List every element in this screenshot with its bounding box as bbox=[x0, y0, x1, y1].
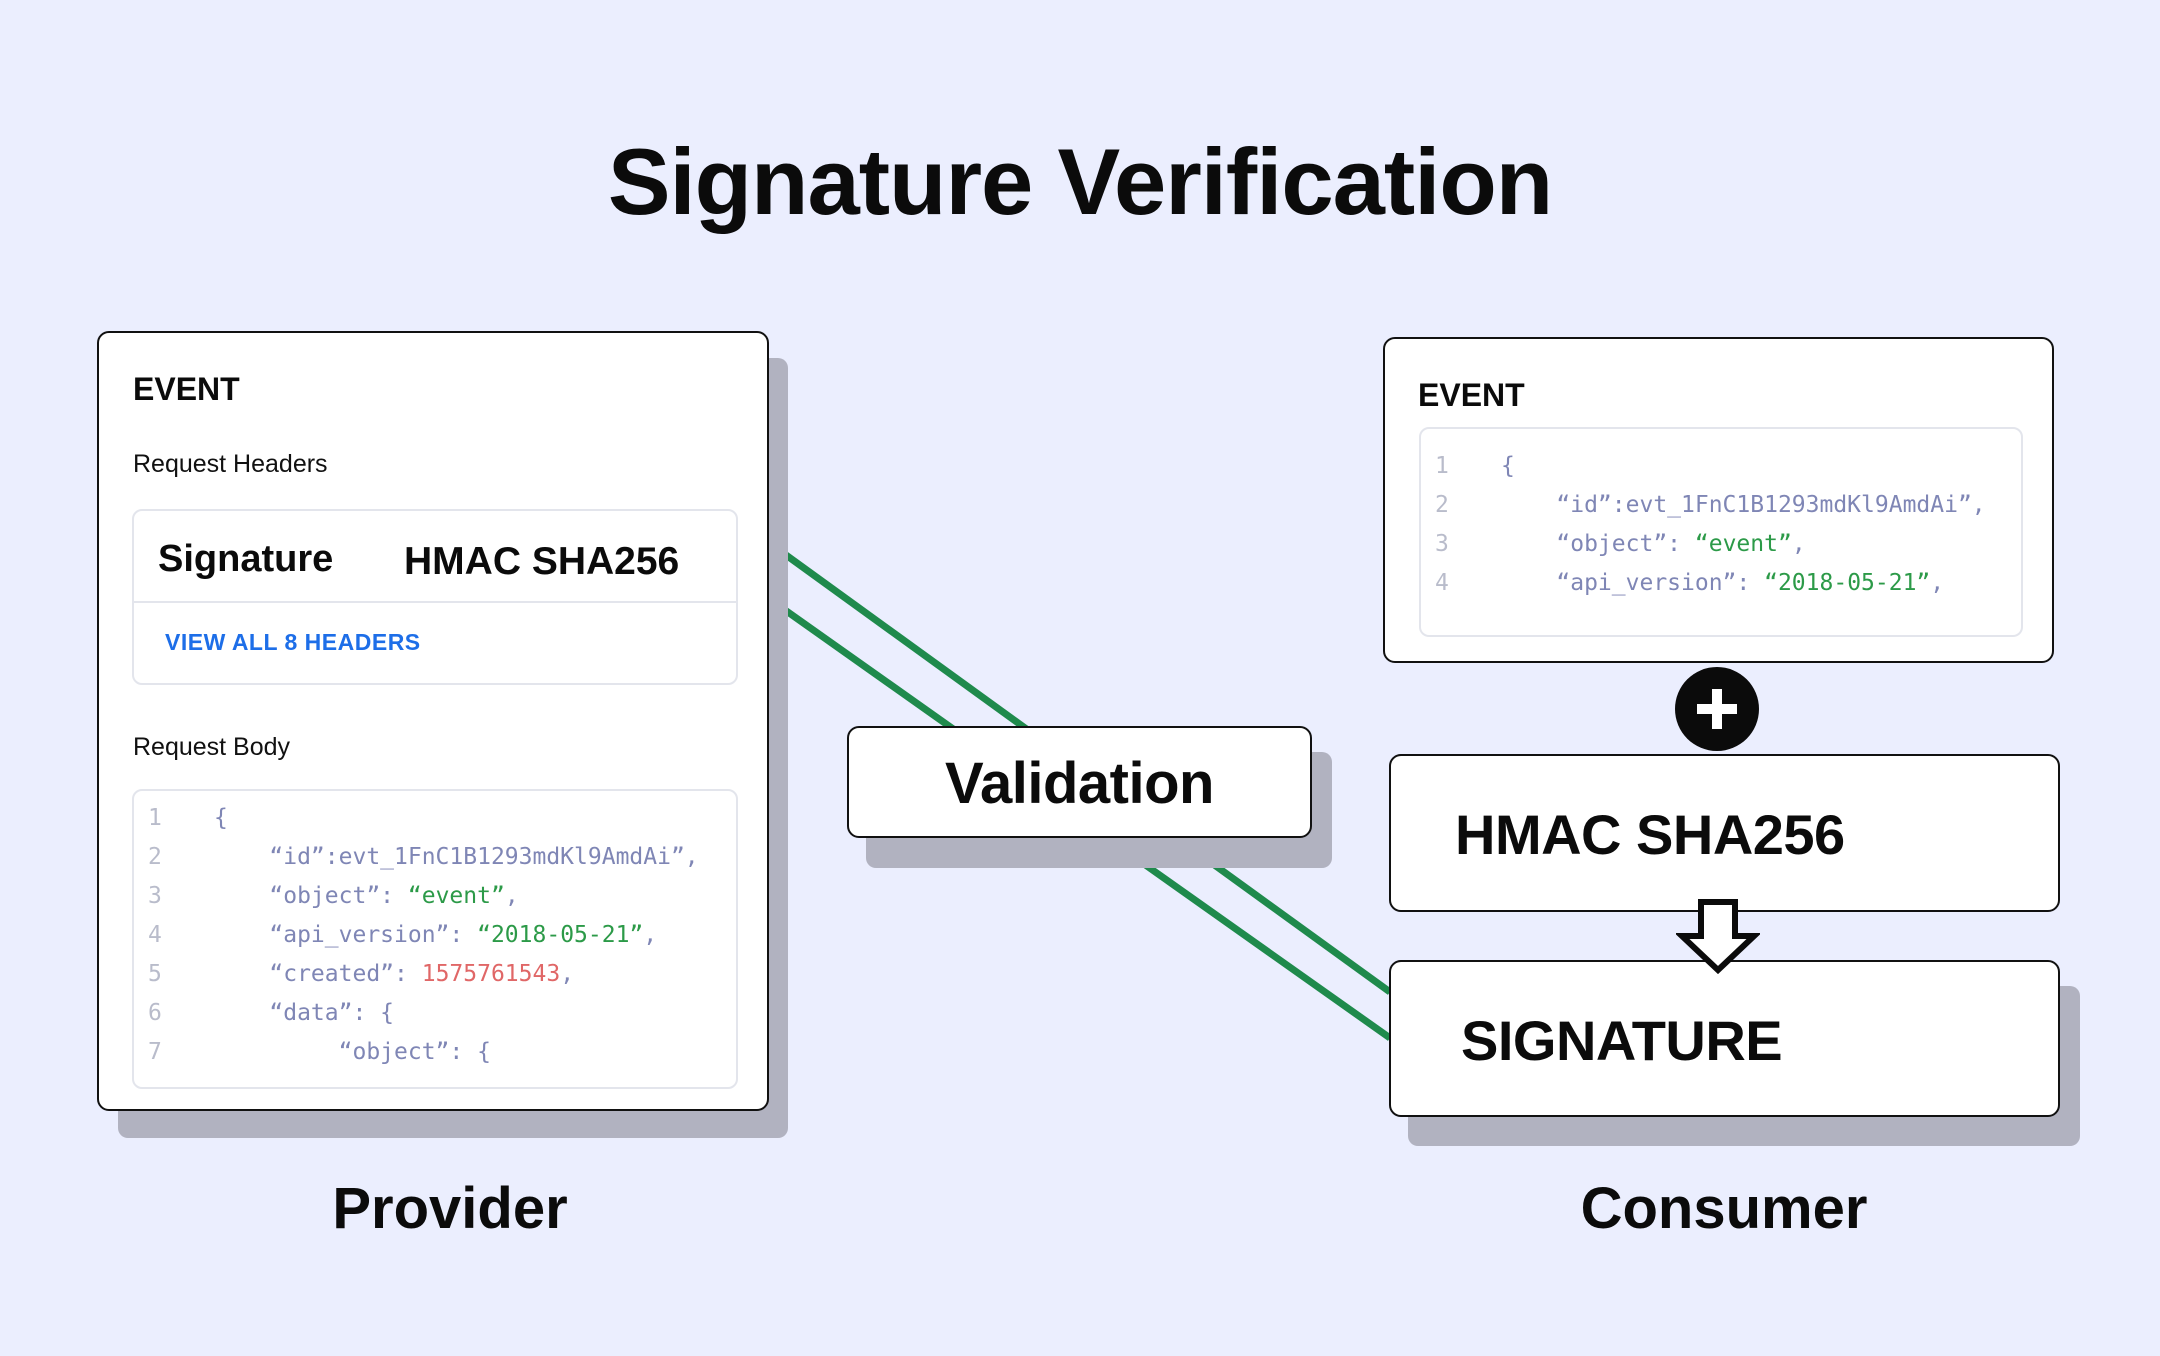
code-line: 2 “id”:evt_1FnC1B1293mdKl9AmdAi”, bbox=[1421, 486, 2021, 525]
code-text: { bbox=[1501, 447, 1515, 486]
code-token: 1575761543 bbox=[421, 961, 561, 987]
code-line: 5 “created”: 1575761543, bbox=[134, 955, 736, 994]
header-key: Signature bbox=[158, 538, 334, 580]
code-text: “object”: “event”, bbox=[214, 877, 519, 916]
code-line: 1{ bbox=[134, 799, 736, 838]
line-number: 7 bbox=[148, 1039, 162, 1065]
consumer-code-block: 1{2 “id”:evt_1FnC1B1293mdKl9AmdAi”,3 “ob… bbox=[1419, 427, 2023, 637]
code-text: “object”: { bbox=[214, 1033, 491, 1072]
request-body-label: Request Body bbox=[133, 733, 291, 761]
code-line: 4 “api_version”: “2018-05-21”, bbox=[1421, 564, 2021, 603]
code-token: “object”: bbox=[1501, 531, 1695, 557]
provider-event-card: EVENT Request Headers Signature HMAC SHA… bbox=[97, 331, 769, 1111]
code-line: 7 “object”: { bbox=[134, 1033, 736, 1072]
consumer-event-title: EVENT bbox=[1418, 377, 1525, 413]
validation-box: Validation bbox=[847, 726, 1312, 838]
line-number: 1 bbox=[148, 805, 162, 831]
header-row-signature: Signature HMAC SHA256 bbox=[134, 511, 736, 603]
plus-icon bbox=[1675, 667, 1759, 751]
line-number: 3 bbox=[148, 883, 162, 909]
line-number: 2 bbox=[1435, 492, 1449, 518]
line-number: 4 bbox=[148, 922, 162, 948]
code-text: “id”:evt_1FnC1B1293mdKl9AmdAi”, bbox=[214, 838, 699, 877]
code-token: “id”:evt_1FnC1B1293mdKl9AmdAi”, bbox=[214, 844, 699, 870]
consumer-event-card: EVENT 1{2 “id”:evt_1FnC1B1293mdKl9AmdAi”… bbox=[1383, 337, 2054, 663]
code-token: “event” bbox=[1694, 531, 1792, 557]
signature-result-box: SIGNATURE bbox=[1389, 960, 2060, 1117]
code-text: “data”: { bbox=[214, 994, 394, 1033]
code-token: { bbox=[214, 805, 228, 831]
code-text: { bbox=[214, 799, 228, 838]
consumer-caption: Consumer bbox=[1580, 1176, 1868, 1241]
hmac-algorithm-label: HMAC SHA256 bbox=[1455, 803, 1845, 866]
code-token: “data”: { bbox=[214, 1000, 395, 1026]
code-text: “id”:evt_1FnC1B1293mdKl9AmdAi”, bbox=[1501, 486, 1986, 525]
line-number: 2 bbox=[148, 844, 162, 870]
down-arrow-icon bbox=[1676, 899, 1760, 974]
header-value: HMAC SHA256 bbox=[404, 540, 680, 583]
view-all-headers-link[interactable]: VIEW ALL 8 HEADERS bbox=[165, 629, 421, 655]
line-number: 6 bbox=[148, 1000, 162, 1026]
code-token: , bbox=[560, 961, 575, 987]
code-token: “created”: bbox=[214, 961, 422, 987]
code-text: “created”: 1575761543, bbox=[214, 955, 574, 994]
validation-label: Validation bbox=[945, 751, 1214, 816]
signature-result-label: SIGNATURE bbox=[1461, 1009, 1783, 1072]
code-line: 6 “data”: { bbox=[134, 994, 736, 1033]
line-number: 1 bbox=[1435, 453, 1449, 479]
provider-event-title: EVENT bbox=[133, 371, 240, 407]
request-headers-label: Request Headers bbox=[133, 450, 328, 478]
code-token: “api_version”: bbox=[1501, 570, 1765, 596]
hmac-algorithm-box: HMAC SHA256 bbox=[1389, 754, 2060, 912]
code-line: 1{ bbox=[1421, 447, 2021, 486]
line-number: 3 bbox=[1435, 531, 1449, 557]
code-text: “api_version”: “2018-05-21”, bbox=[1501, 564, 1944, 603]
line-number: 5 bbox=[148, 961, 162, 987]
code-token: “object”: { bbox=[214, 1039, 491, 1065]
code-token: , bbox=[504, 883, 519, 909]
code-line: 2 “id”:evt_1FnC1B1293mdKl9AmdAi”, bbox=[134, 838, 736, 877]
line-number: 4 bbox=[1435, 570, 1449, 596]
code-line: 3 “object”: “event”, bbox=[134, 877, 736, 916]
code-token: , bbox=[1930, 570, 1945, 596]
provider-caption: Provider bbox=[332, 1176, 568, 1241]
code-token: “object”: bbox=[214, 883, 408, 909]
code-text: “object”: “event”, bbox=[1501, 525, 1806, 564]
code-token: , bbox=[1791, 531, 1806, 557]
code-line: 3 “object”: “event”, bbox=[1421, 525, 2021, 564]
code-text: “api_version”: “2018-05-21”, bbox=[214, 916, 657, 955]
code-token: “api_version”: bbox=[214, 922, 478, 948]
provider-code-block: 1{2 “id”:evt_1FnC1B1293mdKl9AmdAi”,3 “ob… bbox=[132, 789, 738, 1089]
request-headers-box: Signature HMAC SHA256 VIEW ALL 8 HEADERS bbox=[132, 509, 738, 685]
code-token: { bbox=[1501, 453, 1515, 479]
code-token: “2018-05-21” bbox=[1764, 570, 1931, 596]
code-token: “2018-05-21” bbox=[477, 922, 644, 948]
code-token: “event” bbox=[407, 883, 505, 909]
code-token: “id”:evt_1FnC1B1293mdKl9AmdAi”, bbox=[1501, 492, 1986, 518]
code-token: , bbox=[643, 922, 658, 948]
code-line: 4 “api_version”: “2018-05-21”, bbox=[134, 916, 736, 955]
page-title: Signature Verification bbox=[607, 129, 1553, 234]
